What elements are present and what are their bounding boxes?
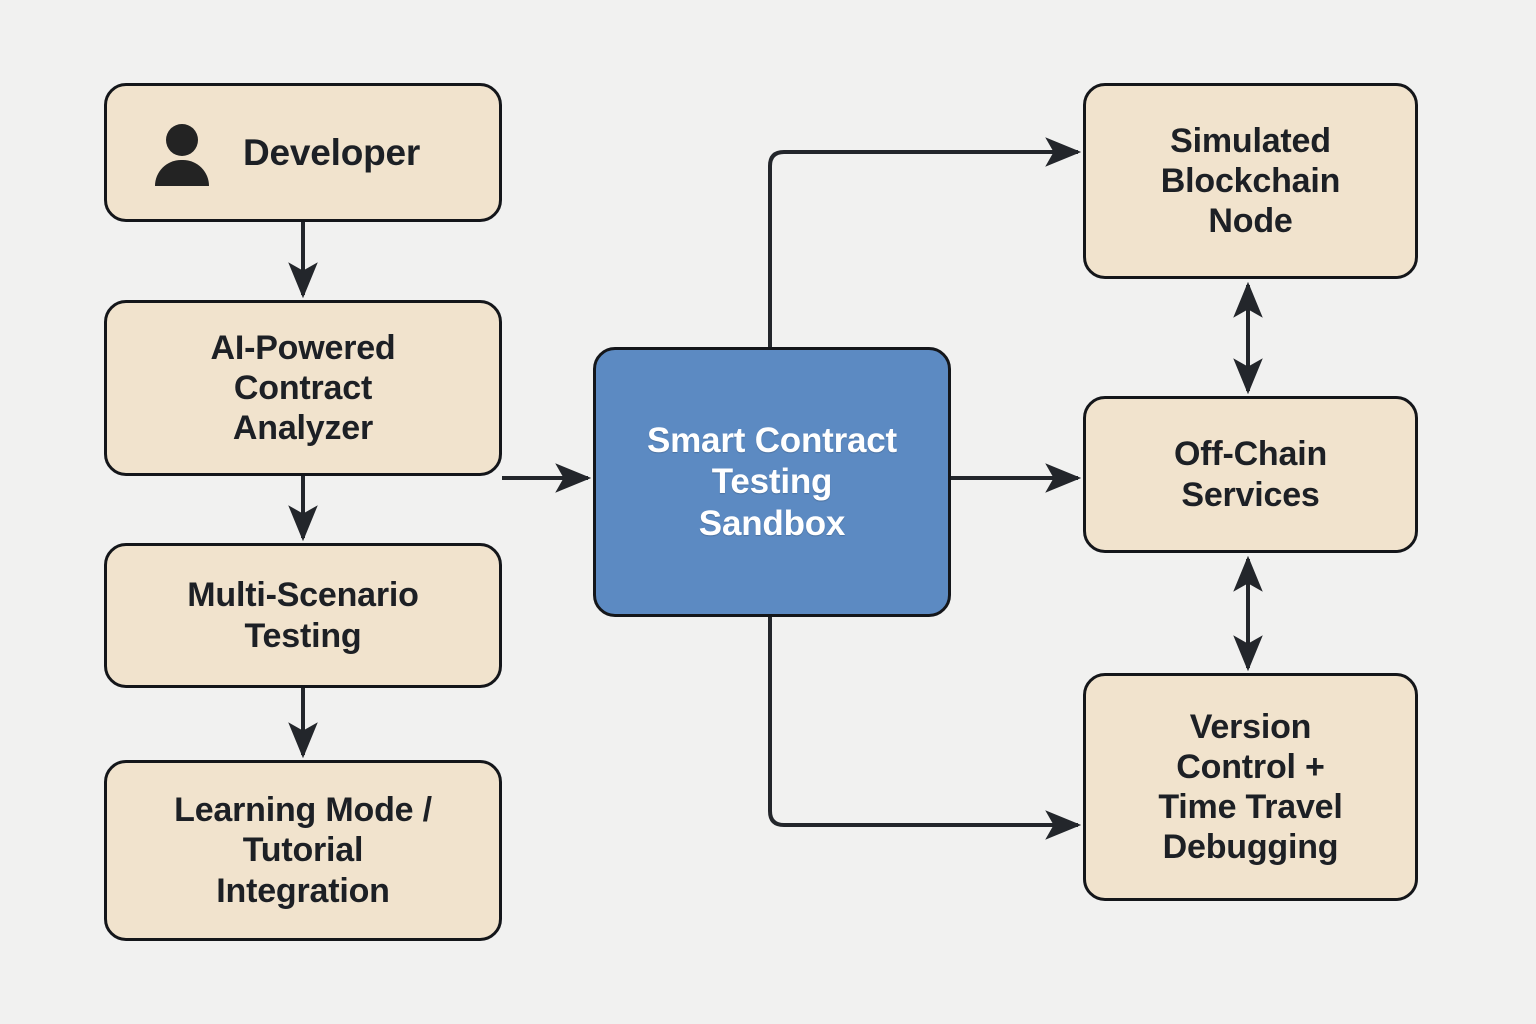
node-simulated-blockchain-node[interactable]: Simulated Blockchain Node: [1083, 83, 1418, 279]
person-icon: [151, 122, 213, 186]
node-label: Simulated Blockchain Node: [1160, 121, 1341, 241]
edge-sandbox-to-version-control: [768, 617, 1082, 840]
node-label: Developer: [243, 131, 421, 173]
node-label: AI-Powered Contract Analyzer: [210, 328, 396, 448]
node-smart-contract-testing-sandbox[interactable]: Smart Contract Testing Sandbox: [593, 347, 951, 617]
node-version-control-time-travel-debugging[interactable]: Version Control + Time Travel Debugging: [1083, 673, 1418, 901]
node-label: Off-Chain Services: [1173, 435, 1328, 514]
node-label: Smart Contract Testing Sandbox: [646, 421, 898, 543]
node-label: Multi-Scenario Testing: [187, 576, 419, 655]
node-off-chain-services[interactable]: Off-Chain Services: [1083, 396, 1418, 553]
node-developer[interactable]: Developer: [104, 83, 502, 222]
node-label: Version Control + Time Travel Debugging: [1158, 707, 1343, 867]
edge-sandbox-to-blockchain-node: [768, 137, 1082, 347]
node-multi-scenario-testing[interactable]: Multi-Scenario Testing: [104, 543, 502, 688]
node-label: Learning Mode / Tutorial Integration: [174, 791, 432, 910]
node-ai-powered-contract-analyzer[interactable]: AI-Powered Contract Analyzer: [104, 300, 502, 476]
node-learning-mode-tutorial-integration[interactable]: Learning Mode / Tutorial Integration: [104, 760, 502, 941]
